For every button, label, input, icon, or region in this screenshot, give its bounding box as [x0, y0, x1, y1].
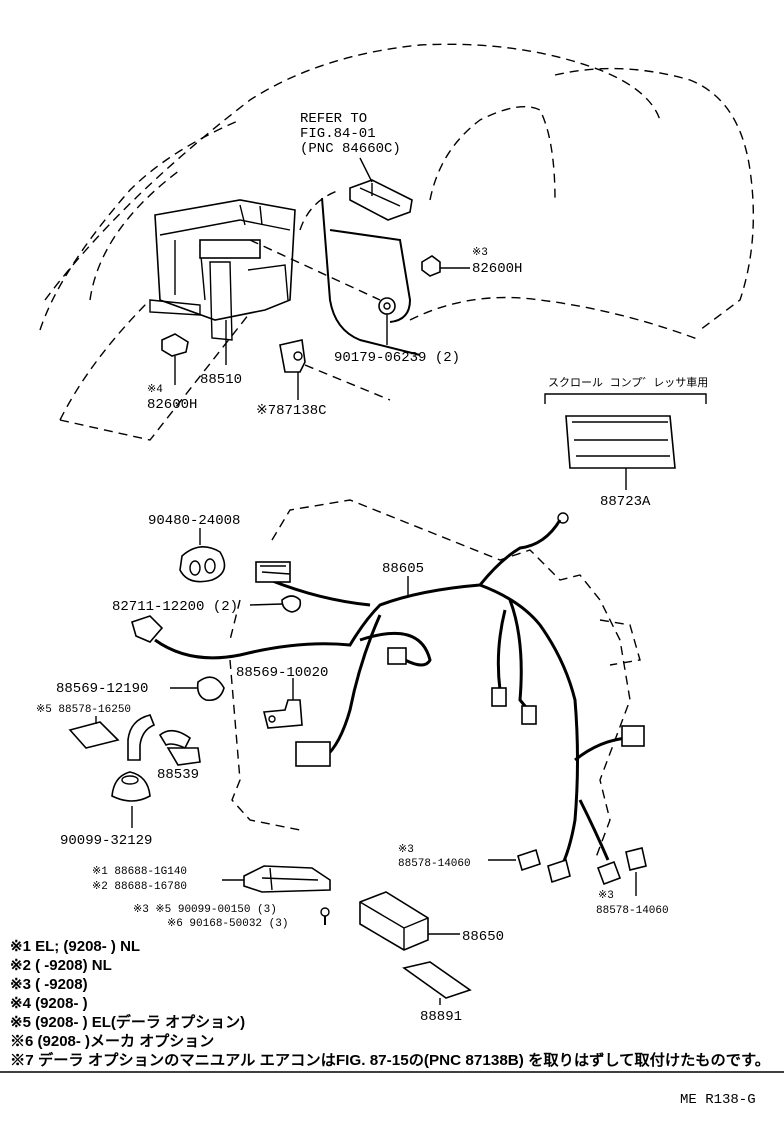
refer-to-line1: REFER TO: [300, 111, 367, 127]
label-88688-1g140: ※1 88688-1G140: [92, 866, 187, 878]
label-88723a: 88723A: [600, 494, 651, 510]
footnote-2: ※2 ( -9208) NL: [10, 957, 112, 974]
screw-90099-00150: [320, 907, 330, 925]
label-88650: 88650: [462, 929, 504, 945]
mark-82600h-lower: ※4: [147, 384, 163, 396]
harness-connectors: [131, 512, 645, 767]
label-88688-16780: ※2 88688-16780: [92, 881, 187, 893]
label-90179-06239: 90179-06239 (2): [334, 350, 460, 366]
scroll-compressor-title: スクロール コンプ゛レッサ車用: [548, 375, 708, 390]
label-88578-16250: ※5 88578-16250: [36, 704, 131, 716]
refer-to-line3: (PNC 84660C): [300, 141, 401, 157]
grommet-90480: [179, 528, 226, 583]
connector-84660c: [349, 179, 413, 221]
mark-82600h-upper: ※3: [472, 247, 488, 259]
label-87138c: ※787138C: [256, 403, 327, 419]
grommet-90179: [249, 239, 396, 345]
label-82711-12200: 82711-12200 (2): [112, 599, 238, 615]
box-88650: [359, 891, 460, 951]
label-88569-10020: 88569-10020: [236, 665, 328, 681]
label-88510: 88510: [200, 372, 242, 388]
label-90168-50032: ※6 90168-50032 (3): [167, 918, 288, 930]
wire-harness-88605: [154, 519, 629, 871]
relay-82600h-upper: [421, 255, 470, 277]
hoses-88539: [127, 714, 201, 766]
footnote-1: ※1 EL; (9208- ) NL: [10, 938, 140, 955]
label-88578-14060-right: 88578-14060: [596, 905, 669, 917]
label-90480-24008: 90480-24008: [148, 513, 240, 529]
bracket-87138c: [225, 320, 391, 401]
label-88891: 88891: [420, 1009, 462, 1025]
label-90099-32129: 90099-32129: [60, 833, 152, 849]
grommet-90099-32129: [111, 771, 151, 828]
bracket-88688: [222, 865, 331, 893]
footnote-4: ※4 (9208- ): [10, 995, 88, 1012]
footnote-5: ※5 (9208- ) EL(デーラ オプション): [10, 1013, 245, 1031]
mark-88578-14060-right: ※3: [598, 890, 614, 902]
refer-to-line2: FIG.84-01: [300, 126, 376, 142]
clamp-82711: [281, 595, 302, 613]
engine-outline: [229, 499, 641, 861]
label-82600h-lower: 82600H: [147, 397, 197, 413]
label-88578-14060-left: 88578-14060: [398, 858, 471, 870]
footnotes: ※1 EL; (9208- ) NL ※2 ( -9208) NL ※3 ( -…: [10, 938, 770, 1069]
label-88539: 88539: [157, 767, 199, 783]
relay-82600h-lower: [161, 333, 189, 385]
label-88605: 88605: [382, 561, 424, 577]
footer-code: ME R138-G: [680, 1092, 756, 1108]
clamp-88569-12190: [196, 676, 225, 702]
mark-88578-14060-left: ※3: [398, 844, 414, 856]
label-90099-00150: ※3 ※5 90099-00150 (3): [133, 904, 277, 916]
dashboard-outline: [39, 43, 755, 441]
relays-88578-14060: [488, 847, 647, 896]
footnote-7: ※7 デーラ オプションのマニユアル エアコンはFIG. 87-15の(PNC …: [10, 1051, 770, 1069]
scroll-compressor-group: スクロール コンプ゛レッサ車用 88723A: [544, 375, 708, 510]
footnote-3: ※3 ( -9208): [10, 976, 88, 993]
label-82600h-upper: 82600H: [472, 261, 522, 277]
bracket-88569-10020: [262, 678, 303, 729]
pad-88891: [402, 961, 472, 1005]
ac-unit-88510: [149, 199, 296, 341]
footnote-6: ※6 (9208- )メーカ オプション: [10, 1033, 214, 1050]
label-88569-12190: 88569-12190: [56, 681, 148, 697]
pad-88578-16250: [68, 721, 120, 749]
